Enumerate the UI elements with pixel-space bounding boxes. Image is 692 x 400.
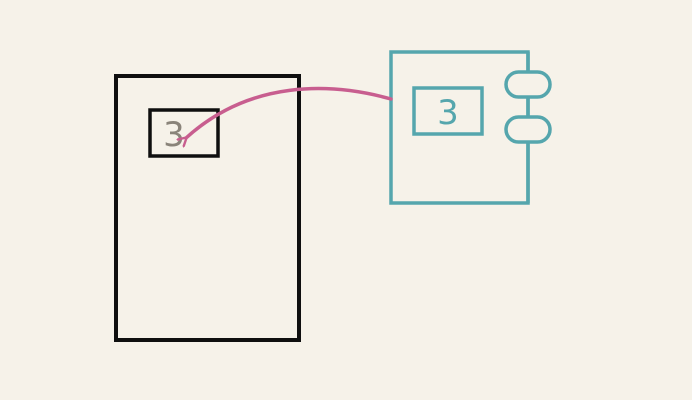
device: 3: [389, 50, 552, 205]
device-knob-top: [504, 70, 552, 99]
document: 3: [114, 74, 301, 342]
document-outline: [114, 74, 301, 342]
device-display: [412, 86, 484, 136]
transfer-arrow: [186, 86, 393, 138]
document-value: 3: [163, 115, 185, 155]
device-knob-bottom: [504, 115, 552, 144]
device-display-value: 3: [437, 93, 459, 133]
document-value-box: [148, 108, 220, 158]
